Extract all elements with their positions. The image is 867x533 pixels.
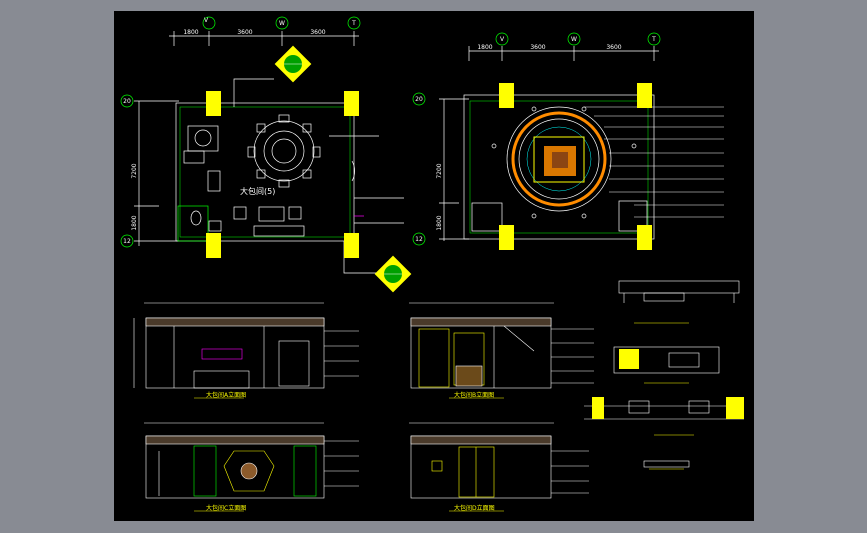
elevation-title-a: 大包间A立面图 [206,391,246,399]
dim-side-2: 1800 [131,215,138,230]
axis-label-12: 12 [123,238,131,245]
dim-side-1: 7200 [131,163,138,178]
axis-label-20-right: 20 [415,96,423,103]
columns-right-plan [499,83,652,250]
elevation-a [133,302,359,399]
cad-drawing-canvas: V W T 1800 3600 3600 20 12 7200 1800 大包间… [120,16,744,512]
elevation-titles: 大包间A立面图 大包间B立面图 大包间C立面图 大包间D立面图 [206,391,495,512]
right-plan-labels: V W T 1800 3600 3600 20 12 7200 1800 [415,36,656,243]
dim-top-right-1: 1800 [477,44,492,51]
axis-label-w-right: W [571,36,577,43]
detail-section-3 [584,397,744,436]
room-label: 大包间(5) [240,186,275,196]
detail-section-2 [613,346,720,384]
elevation-title-b: 大包间B立面图 [454,391,494,399]
axis-label-12-right: 12 [415,236,423,243]
axis-label-w: W [279,20,285,27]
dim-top-2: 3600 [237,29,252,36]
index-symbol-top [274,45,312,83]
dim-side-right-2: 1800 [436,215,443,230]
axis-label-t: T [351,20,356,27]
elevation-c [144,422,359,512]
index-symbol-bottom [374,255,412,293]
dim-top-1: 1800 [183,29,198,36]
axis-label-v-right: V [500,36,505,43]
elevation-b [409,302,594,399]
dim-top-right-3: 3600 [606,44,621,51]
columns-left-plan [206,91,359,258]
detail-section-4 [643,460,690,470]
axis-label-20: 20 [123,98,131,105]
dim-top-right-2: 3600 [530,44,545,51]
ceiling-plan-right [412,32,724,246]
elevation-title-d: 大包间D立面图 [454,504,495,512]
floor-plan-left [120,16,404,274]
axis-label-t-right: T [651,36,656,43]
elevation-d [409,422,589,512]
dim-side-right-1: 7200 [436,163,443,178]
elevation-title-c: 大包间C立面图 [206,504,246,512]
cad-drawing-sheet: V W T 1800 3600 3600 20 12 7200 1800 大包间… [114,11,754,521]
dim-top-3: 3600 [310,29,325,36]
axis-label-v: V [204,17,209,24]
left-plan-labels: V W T 1800 3600 3600 20 12 7200 1800 大包间… [123,17,356,245]
ceiling-center-panel [544,146,576,176]
detail-section-1 [618,280,740,324]
